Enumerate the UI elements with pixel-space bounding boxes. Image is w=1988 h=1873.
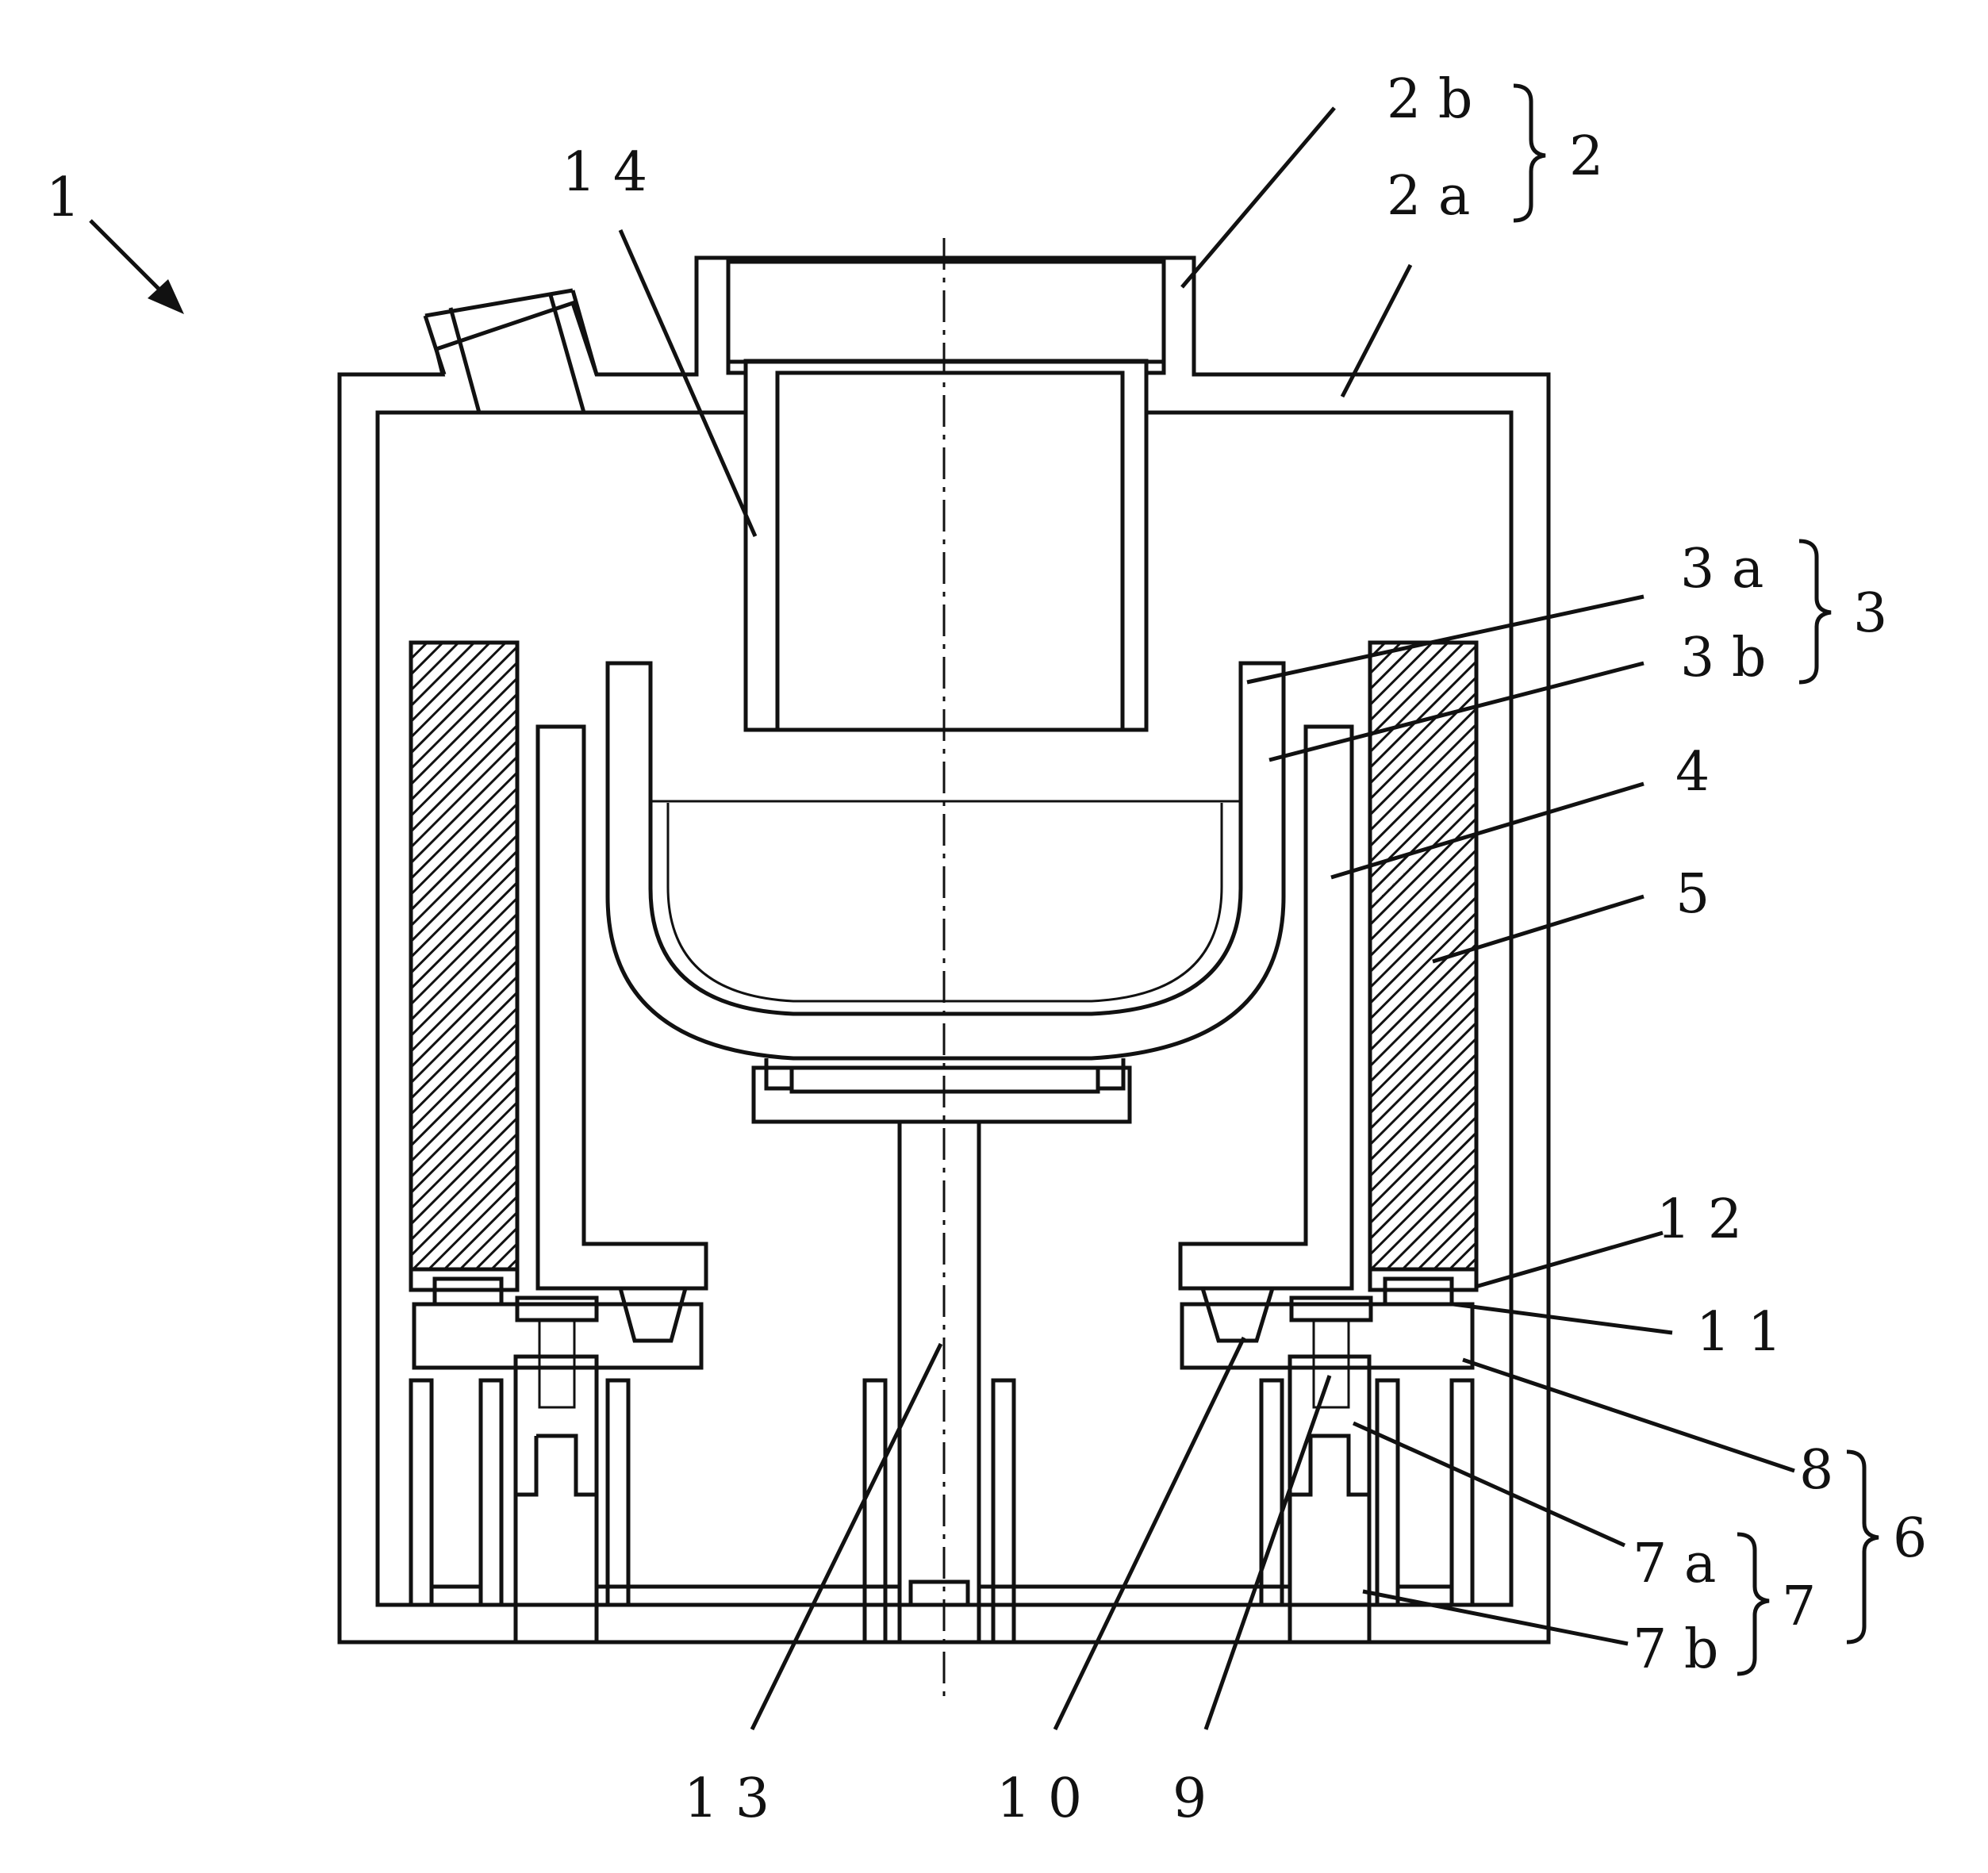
label-13: 1 3	[684, 1767, 769, 1830]
label-3: 3	[1853, 582, 1887, 645]
label-10: 1 0	[996, 1767, 1082, 1830]
shaft-13	[865, 1122, 1014, 1642]
label-1: 1	[46, 167, 80, 229]
crucible-3	[608, 663, 1284, 1122]
label-6: 6	[1893, 1507, 1927, 1570]
label-14: 1 4	[562, 141, 647, 204]
label-2b: 2 b	[1387, 68, 1472, 131]
label-7b: 7 b	[1633, 1618, 1718, 1681]
label-12: 1 2	[1656, 1188, 1742, 1251]
label-7a: 7 a	[1633, 1533, 1716, 1595]
label-11: 1 1	[1696, 1301, 1782, 1364]
heater-left	[411, 643, 517, 1269]
label-9: 9	[1172, 1767, 1207, 1830]
label-8: 8	[1799, 1439, 1833, 1502]
heater-right	[1370, 643, 1476, 1269]
label-4: 4	[1675, 741, 1710, 804]
heat-shield-right	[1180, 727, 1352, 1288]
label-3b: 3 b	[1680, 627, 1766, 689]
label-3a: 3 a	[1680, 538, 1763, 601]
label-7: 7	[1782, 1576, 1816, 1638]
label-5: 5	[1675, 863, 1710, 926]
heat-shield-left	[538, 727, 706, 1288]
label-2: 2	[1569, 125, 1603, 188]
leader-lines	[90, 108, 1794, 1729]
upper-chamber-2b	[728, 262, 1164, 730]
label-2a: 2 a	[1387, 165, 1470, 228]
